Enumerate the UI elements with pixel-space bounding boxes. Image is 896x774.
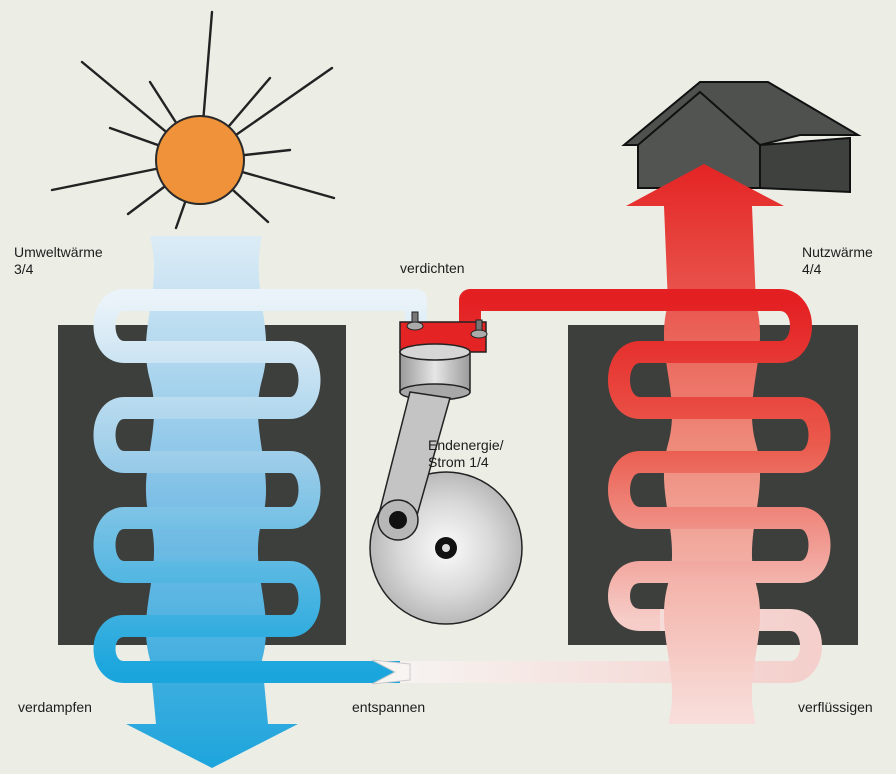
evaporator-coil bbox=[93, 289, 427, 683]
expand-label: entspannen bbox=[352, 699, 426, 715]
expansion-pipe bbox=[400, 609, 822, 683]
end-energy-label: Endenergie/ bbox=[428, 437, 504, 453]
electricity-label: Strom 1/4 bbox=[428, 454, 489, 470]
ambient-heat-label: Umweltwärme bbox=[14, 244, 103, 260]
crank-wheel-icon bbox=[369, 391, 523, 625]
condenser-coil bbox=[459, 289, 831, 631]
expansion-valve-icon bbox=[371, 659, 411, 685]
useful-heat-label: Nutzwärme bbox=[802, 244, 873, 260]
evaporate-label: verdampfen bbox=[18, 699, 92, 715]
sun-icon bbox=[50, 10, 336, 230]
compress-label: verdichten bbox=[400, 260, 465, 276]
useful-fraction-label: 4/4 bbox=[802, 261, 822, 277]
condense-label: verflüssigen bbox=[798, 699, 873, 715]
house-icon bbox=[621, 81, 862, 194]
ambient-fraction-label: 3/4 bbox=[14, 261, 34, 277]
